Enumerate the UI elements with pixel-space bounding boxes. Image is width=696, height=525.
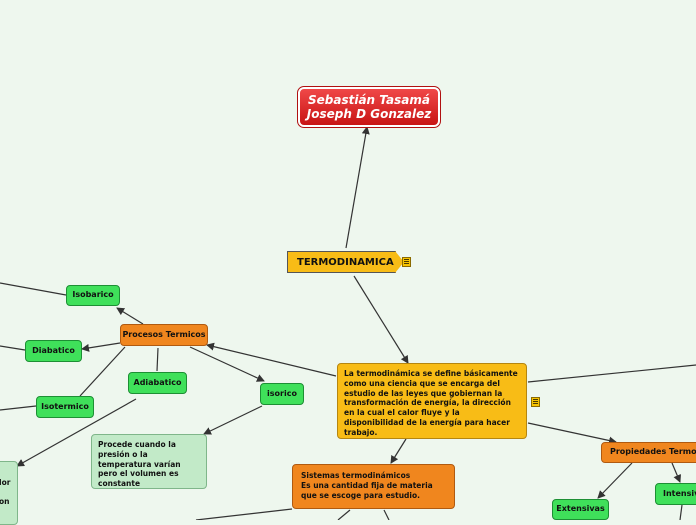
diabatico-node[interactable]: Diabatico	[25, 340, 82, 362]
central-topic-label: TERMODINAMICA	[297, 256, 394, 268]
edge-propiedades-extensivas	[597, 462, 633, 499]
edge-definition-propiedades	[527, 422, 617, 445]
edge-propiedades-intensivas	[671, 462, 681, 483]
edge-procesos-adiabatico	[156, 347, 159, 372]
sistemas-text: Es una cantidad fija de materia que se e…	[301, 480, 433, 500]
procesos-termicos-node[interactable]: Procesos Termicos	[120, 324, 208, 346]
edge-definition-procesos	[206, 342, 337, 377]
edge-sistemas-down1	[337, 509, 351, 520]
edge-isobarico-left	[0, 282, 67, 296]
isobarico-label: Isobarico	[72, 290, 114, 300]
adiabatico-label: Adiabatico	[133, 377, 182, 387]
edge-central-definition	[353, 275, 409, 364]
edge-procesos-isobarico	[116, 307, 144, 325]
central-topic[interactable]: TERMODINAMICA	[287, 251, 404, 273]
edge-adiabatico-left	[16, 398, 137, 467]
intensivas-node[interactable]: Intensiv	[655, 483, 696, 505]
extensivas-label: Extensivas	[556, 504, 605, 514]
edge-sistemas-down2	[383, 509, 390, 520]
procesos-termicos-label: Procesos Termicos	[122, 329, 206, 339]
notes-icon[interactable]	[402, 257, 411, 267]
definition-node[interactable]: La termodinámica se define básicamente c…	[337, 363, 527, 439]
extensivas-node[interactable]: Extensivas	[552, 499, 609, 520]
root-name-2: Joseph D Gonzalez	[306, 107, 432, 121]
edge-definition-sistemas	[390, 438, 407, 464]
sistemas-title: Sistemas termodinámicos	[301, 471, 411, 480]
edge-procesos-diabatico	[81, 342, 121, 352]
propiedades-node[interactable]: Propiedades Termodi	[601, 442, 696, 463]
root-name-1: Sebastián Tasamá	[308, 92, 430, 107]
edge-central-root	[345, 126, 370, 249]
adiabatico-node[interactable]: Adiabatico	[128, 372, 187, 394]
edge-sistemas-left	[195, 508, 293, 520]
edge-intensivas-down	[679, 504, 683, 520]
edge-procesos-isorico	[189, 346, 265, 382]
diabatico-label: Diabatico	[32, 345, 75, 355]
isorico-note[interactable]: Procede cuando la presión o la temperatu…	[91, 434, 207, 489]
partial-note-text-1: lor	[0, 478, 11, 487]
isotermico-node[interactable]: Isotermico	[36, 396, 94, 418]
partial-note-left[interactable]: lor on	[0, 461, 18, 525]
isorico-node[interactable]: isorico	[260, 383, 304, 405]
intensivas-label: Intensiv	[663, 488, 696, 498]
edge-diabatico-left	[0, 345, 26, 351]
partial-note-text-2: on	[0, 496, 10, 506]
edge-definition-right	[527, 364, 696, 383]
definition-text: La termodinámica se define básicamente c…	[344, 369, 518, 437]
notes-icon[interactable]	[531, 397, 540, 407]
sistemas-node[interactable]: Sistemas termodinámicos Es una cantidad …	[292, 464, 455, 509]
isorico-label: isorico	[267, 388, 297, 398]
isotermico-label: Isotermico	[41, 401, 89, 411]
edge-isorico-note	[203, 405, 263, 435]
edge-isotermico-left	[0, 405, 37, 411]
propiedades-label: Propiedades Termodi	[610, 447, 696, 457]
edge-procesos-isotermico	[79, 346, 126, 397]
root-node[interactable]: Sebastián Tasamá Joseph D Gonzalez	[297, 86, 441, 128]
isorico-note-text: Procede cuando la presión o la temperatu…	[98, 440, 181, 488]
isobarico-node[interactable]: Isobarico	[66, 285, 120, 306]
